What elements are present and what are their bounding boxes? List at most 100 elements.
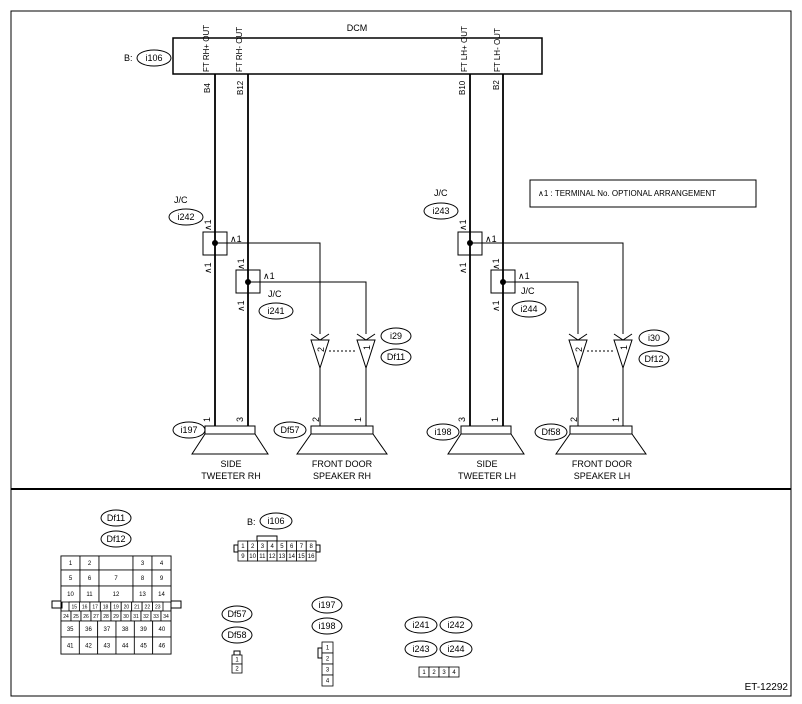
pin-number: 42: [85, 644, 92, 650]
connector-tag: [100, 509, 132, 527]
connector-tag: [439, 616, 473, 634]
key: [233, 650, 241, 656]
junction-box: [202, 231, 228, 256]
load-side-tweeter-rh: i197 1 3 SIDE TWEETER RH: [172, 417, 269, 481]
pin-number: 29: [113, 614, 119, 620]
pin-number: 44: [122, 644, 129, 650]
pin-number: 35: [67, 627, 74, 633]
connector-label: i197: [180, 425, 197, 435]
rh-door-plugs: 2 1 i29 Df11: [310, 327, 412, 370]
star-mark: ∧1: [458, 219, 468, 231]
plug-pin: 1: [619, 345, 629, 350]
junction-connector: i242: [177, 212, 194, 222]
connector-label: i30: [648, 333, 660, 343]
star-mark: ∧1: [485, 234, 497, 244]
speaker-cone: [296, 433, 388, 455]
latch: [170, 600, 182, 609]
star-mark: ∧1: [263, 271, 275, 281]
plug-pin: 2: [574, 347, 584, 352]
pin-number: 8: [309, 544, 313, 550]
connector-label: i197: [318, 600, 335, 610]
lh-door-plugs: 2 1 i30 Df12: [568, 329, 670, 370]
pin-grid: 12: [231, 654, 243, 674]
pin-number: 12: [269, 554, 276, 560]
pin-number: 4: [270, 544, 274, 550]
star-mark: ∧1: [491, 300, 501, 312]
pin-number: 43: [103, 644, 110, 650]
plug-arrow-tail: [613, 333, 633, 341]
pin-number: 16: [82, 604, 88, 610]
pin-number: 7: [300, 544, 304, 550]
speaker-body: [569, 425, 633, 435]
pin-number: 19: [113, 604, 119, 610]
load-name-line2: TWEETER RH: [201, 471, 261, 481]
terminal-no: 3: [457, 417, 467, 422]
pin-number: 2: [88, 561, 92, 567]
junction-box: [490, 269, 516, 294]
ecu-connector-tag: i106: [136, 49, 172, 67]
pin-number: 15: [71, 604, 77, 610]
ecu-name: DCM: [347, 23, 368, 33]
plug-arrow-tail: [310, 333, 330, 341]
connector-tag: [534, 423, 568, 441]
page-frame: [10, 10, 792, 697]
pin-number: 10: [249, 554, 256, 560]
pin-number: 22: [145, 604, 151, 610]
pin-number: 20: [124, 604, 130, 610]
plug-arrow: [568, 339, 588, 370]
pin-number: 17: [92, 604, 98, 610]
junction-tag: [423, 202, 459, 220]
terminal-no: 1: [202, 417, 212, 422]
connector-tag: [404, 640, 438, 658]
pin-number: 6: [88, 576, 92, 582]
pin-number: 45: [140, 644, 147, 650]
connector-label: Df11: [107, 513, 125, 523]
connector-label: Df57: [227, 609, 246, 619]
pin-number: 37: [103, 627, 110, 633]
junction-connector: i243: [432, 206, 449, 216]
wire-rh-branch-minus: [248, 281, 367, 334]
pin-number: 34: [163, 614, 169, 620]
connector-label: Df11: [387, 352, 405, 362]
note-text: ∧1 : TERMINAL No. OPTIONAL ARRANGEMENT: [538, 189, 716, 198]
pin-number: 28: [103, 614, 109, 620]
speaker-body: [204, 425, 256, 435]
connector-label: i242: [447, 620, 464, 630]
pin-number: 1: [326, 646, 330, 652]
junction-dot: [212, 240, 218, 246]
rh-wires: [214, 74, 367, 426]
speaker-cone: [191, 433, 269, 455]
pin-label: FT LH+ OUT: [460, 26, 469, 72]
connector-tag: [172, 421, 206, 439]
junction-connector: i241: [267, 306, 284, 316]
latch: [317, 647, 323, 659]
jc-i241-block: J/C i241 ∧1 ∧1 ∧1: [235, 258, 294, 320]
connector-tag: [638, 329, 670, 347]
pin-number: 3: [261, 544, 265, 550]
diagram-id: ET-12292: [745, 682, 789, 693]
junction-dot: [467, 240, 473, 246]
terminal-no: 1: [353, 417, 363, 422]
ecu-connector-prefix: B:: [124, 53, 133, 63]
pin-number: 4: [326, 679, 330, 685]
pin-number: 7: [114, 576, 118, 582]
pin-number: 41: [67, 644, 74, 650]
pin-number: 1: [422, 670, 426, 676]
load-name-line1: SIDE: [220, 459, 241, 469]
pin-number: 33: [153, 614, 159, 620]
junction-label: J/C: [521, 286, 535, 296]
pin-label: FT LH- OUT: [493, 28, 502, 72]
plug-arrow-tail: [356, 333, 376, 341]
junction-box: [235, 269, 261, 294]
pin-number: 15: [298, 554, 305, 560]
load-name-line1: FRONT DOOR: [312, 459, 373, 469]
jc-i244-block: J/C i244 ∧1 ∧1 ∧1: [490, 258, 547, 318]
connector-label: i106: [267, 516, 284, 526]
star-mark: ∧1: [230, 234, 242, 244]
terminal-no: 3: [235, 417, 245, 422]
